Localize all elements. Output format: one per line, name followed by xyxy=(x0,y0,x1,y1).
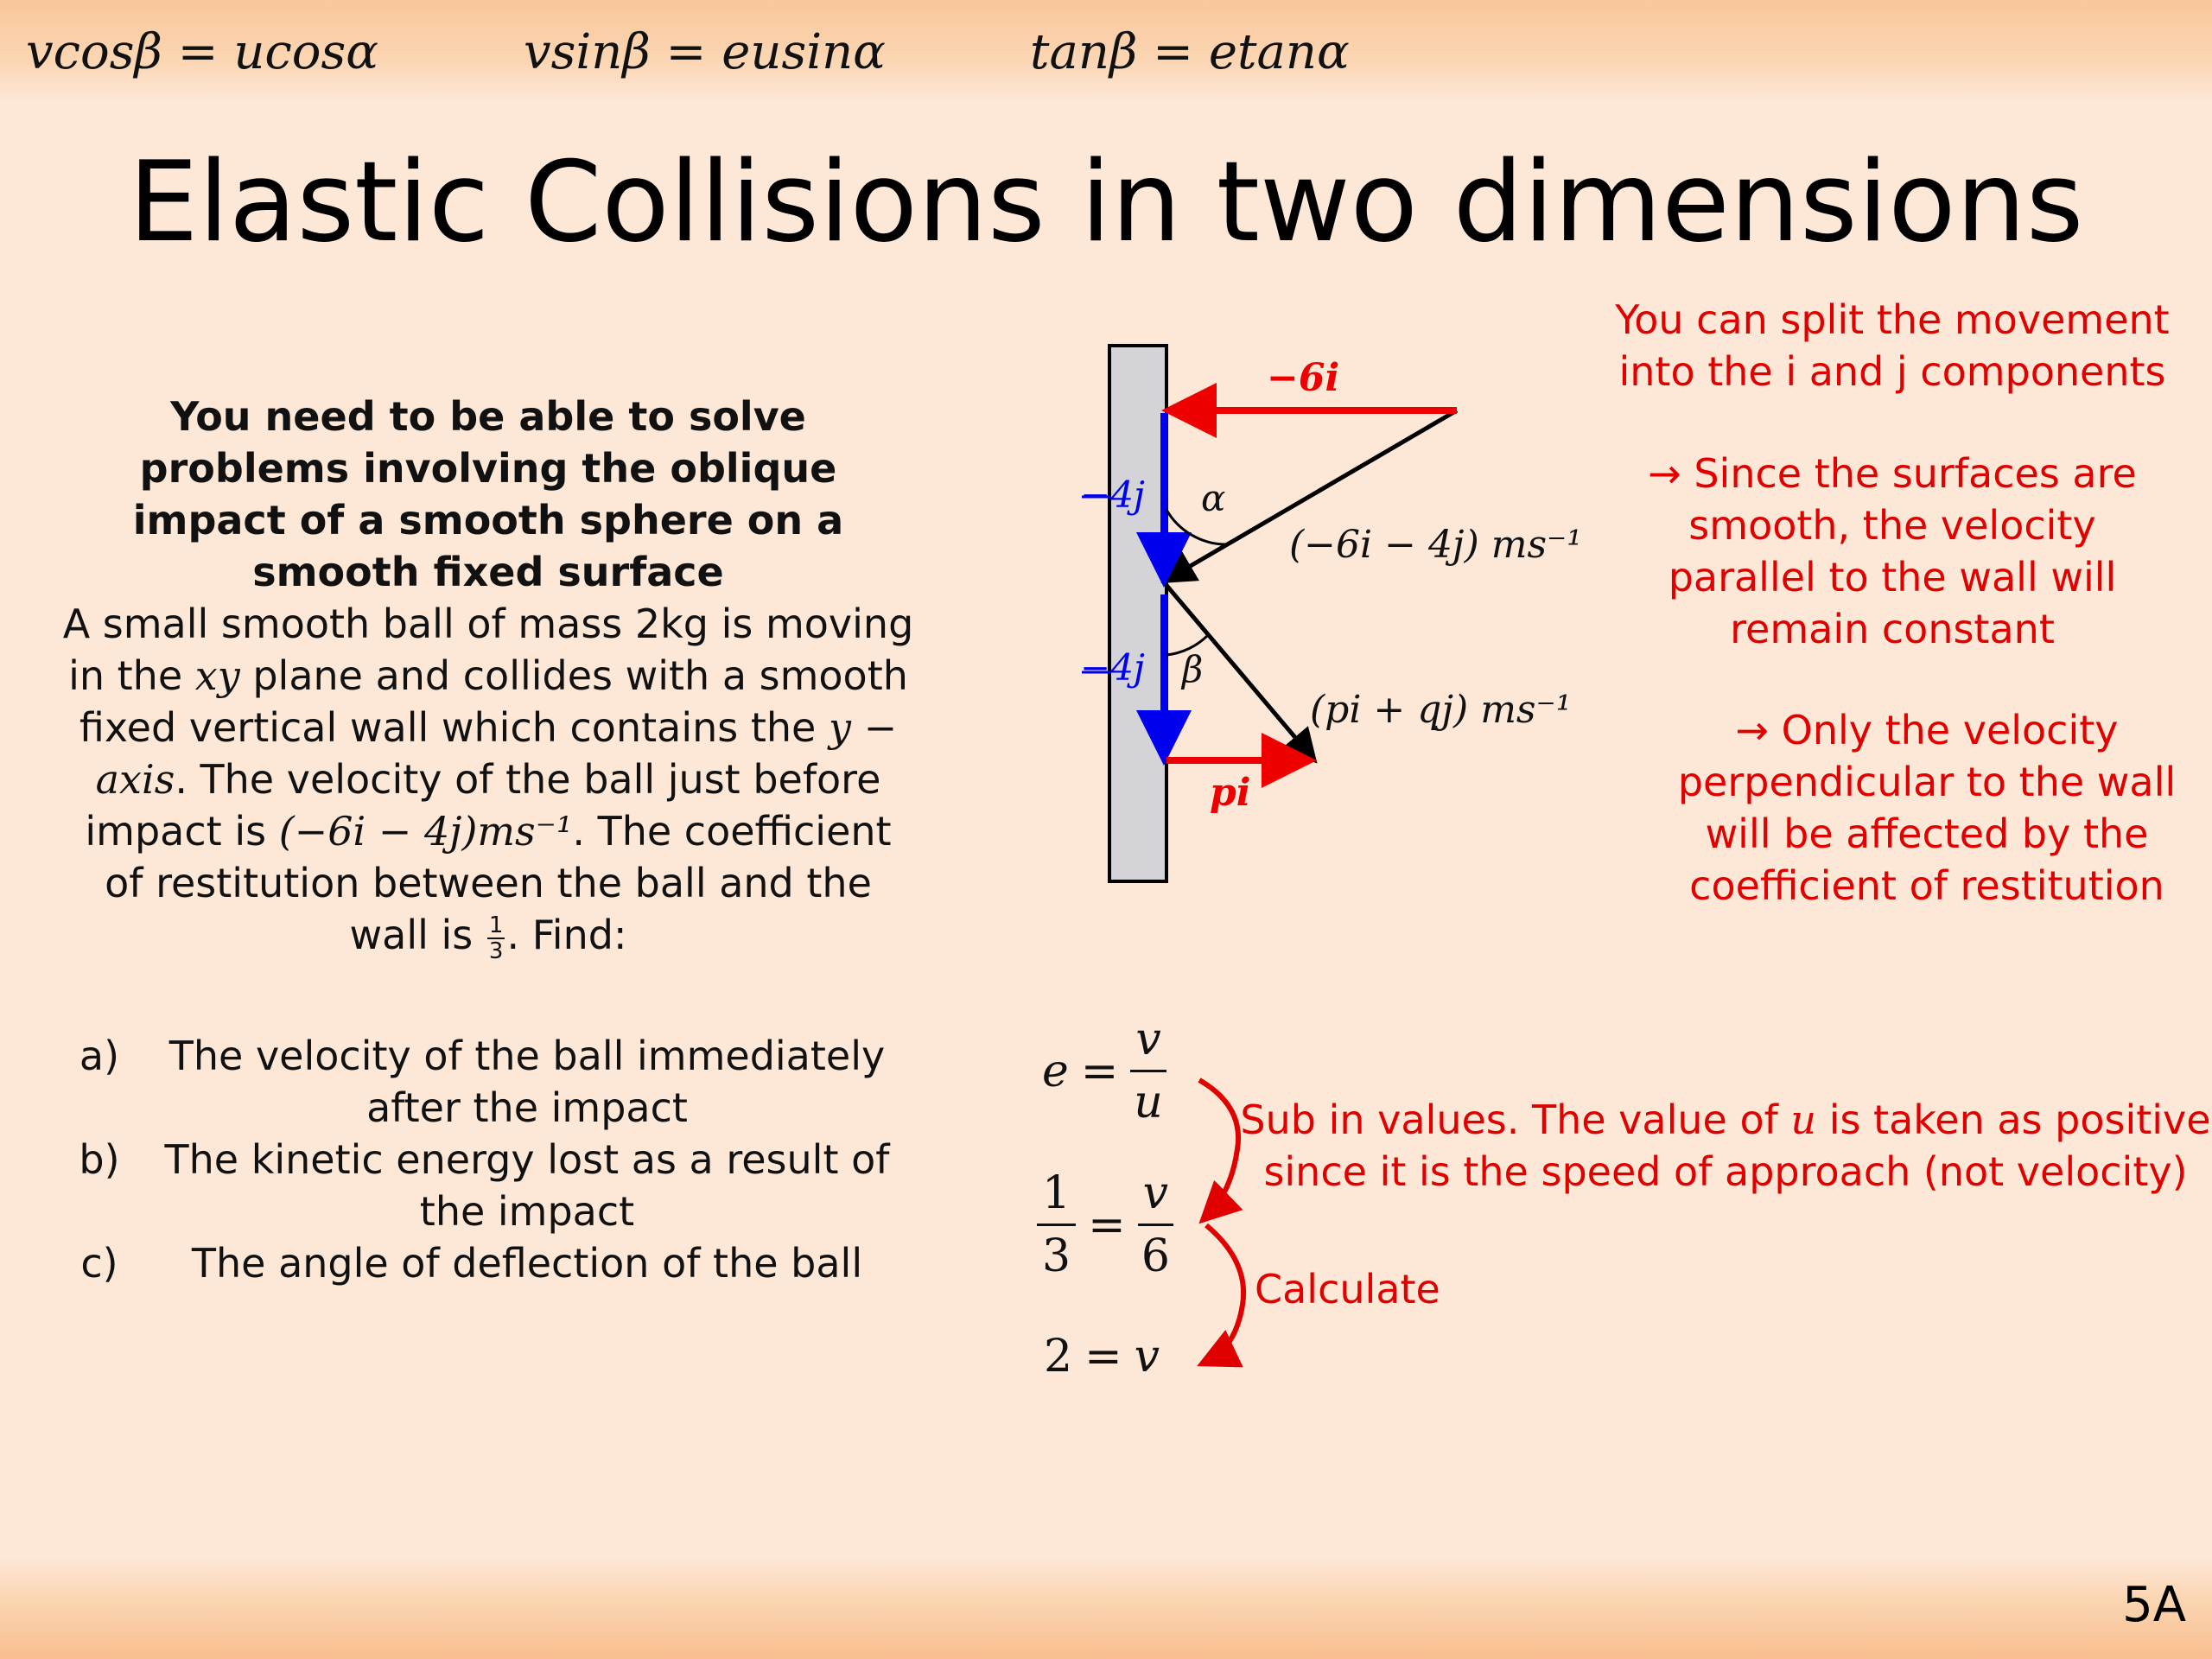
page-number: 5A xyxy=(2122,1577,2186,1633)
step2-den-right: 6 xyxy=(1141,1230,1170,1282)
note4-u: u xyxy=(1790,1096,1817,1143)
label-pi: pi xyxy=(1210,771,1251,815)
step2-num-left: 1 xyxy=(1037,1163,1077,1226)
step3-equals: = xyxy=(1084,1331,1122,1382)
formula-sin: vsinβ = eusinα xyxy=(524,24,886,80)
step3-left: 2 xyxy=(1044,1331,1073,1382)
step2-den-left: 3 xyxy=(1042,1230,1071,1282)
part-label: b) xyxy=(79,1136,120,1183)
note-split-components: You can split the movement into the i an… xyxy=(1615,296,2170,395)
step2-num-right: v xyxy=(1137,1163,1174,1226)
note-sub-values: Sub in values. The value of u is taken a… xyxy=(1239,1094,2212,1198)
note-perpendicular-affected: → Only the velocity perpendicular to the… xyxy=(1677,707,2177,909)
problem-velocity: (−6i − 4j)ms⁻¹ xyxy=(278,808,573,855)
intro-text: You need to be able to solve problems in… xyxy=(132,393,844,595)
part-c: c) The angle of deflection of the ball xyxy=(60,1237,916,1289)
incoming-velocity-arrow xyxy=(1160,408,1459,584)
step-3: 2 = v xyxy=(1044,1331,1160,1382)
part-label: a) xyxy=(79,1033,120,1079)
step2-equals: = xyxy=(1088,1198,1126,1251)
bracket-calculate xyxy=(1197,1223,1246,1368)
problem-text-5: . Find: xyxy=(506,912,627,958)
label-minus-6i: −6i xyxy=(1267,356,1340,400)
part-b: b) The kinetic energy lost as a result o… xyxy=(60,1134,916,1237)
outgoing-velocity-arrow xyxy=(1163,582,1318,764)
problem-text-2: plane and collides with a smooth fixed v… xyxy=(79,652,908,751)
formula-cos: vcosβ = ucosα xyxy=(26,24,379,80)
note4-text-a: Sub in values. The value of xyxy=(1240,1096,1778,1143)
part-text: The velocity of the ball immediately aft… xyxy=(168,1033,886,1131)
note-parallel-constant: → Since the surfaces are smooth, the vel… xyxy=(1648,450,2137,652)
label-alpha: α xyxy=(1201,477,1226,519)
formula-tan: tanβ = etanα xyxy=(1030,24,1350,80)
label-incoming-velocity: (−6i − 4j) ms⁻¹ xyxy=(1289,523,1582,567)
fraction-numerator: 1 xyxy=(486,912,505,939)
problem-text-4: . The coefficient of restitution between… xyxy=(105,808,892,958)
label-minus-4j-top: −4j xyxy=(1080,474,1145,516)
step1-den: u xyxy=(1134,1077,1163,1128)
part-text: The angle of deflection of the ball xyxy=(191,1240,863,1287)
slide-title: Elastic Collisions in two dimensions xyxy=(128,138,2084,267)
label-beta: β xyxy=(1182,648,1204,690)
label-outgoing-velocity: (pi + qj) ms⁻¹ xyxy=(1310,688,1572,732)
problem-xy: xy xyxy=(194,652,240,699)
problem-text-1: A small smooth ball of mass 2kg is movin… xyxy=(62,601,914,699)
fraction-denominator: 3 xyxy=(488,938,504,964)
step1-equals: = xyxy=(1080,1045,1119,1097)
question-parts: a) The velocity of the ball immediately … xyxy=(60,1030,916,1289)
problem-yaxis: y − axis xyxy=(95,704,898,803)
part-label: c) xyxy=(80,1240,118,1287)
part-a: a) The velocity of the ball immediately … xyxy=(60,1030,916,1134)
problem-statement: A small smooth ball of mass 2kg is movin… xyxy=(60,598,916,963)
step3-right: v xyxy=(1134,1331,1160,1382)
part-text: The kinetic energy lost as a result of t… xyxy=(164,1136,890,1235)
beta-arc xyxy=(1166,633,1210,657)
header-band xyxy=(0,0,2212,104)
step1-num: v xyxy=(1130,1009,1166,1072)
footer-band xyxy=(0,1555,2212,1659)
note4-text-b: is taken as positive since it is the spe… xyxy=(1263,1096,2211,1195)
alpha-arc xyxy=(1165,509,1228,546)
bracket-sub-values xyxy=(1198,1077,1243,1224)
label-minus-4j-bottom: −4j xyxy=(1080,646,1145,689)
problem-text-3: . The velocity of the ball just before i… xyxy=(85,756,881,855)
note-calculate: Calculate xyxy=(1255,1266,1440,1313)
step1-left: e xyxy=(1042,1045,1069,1097)
